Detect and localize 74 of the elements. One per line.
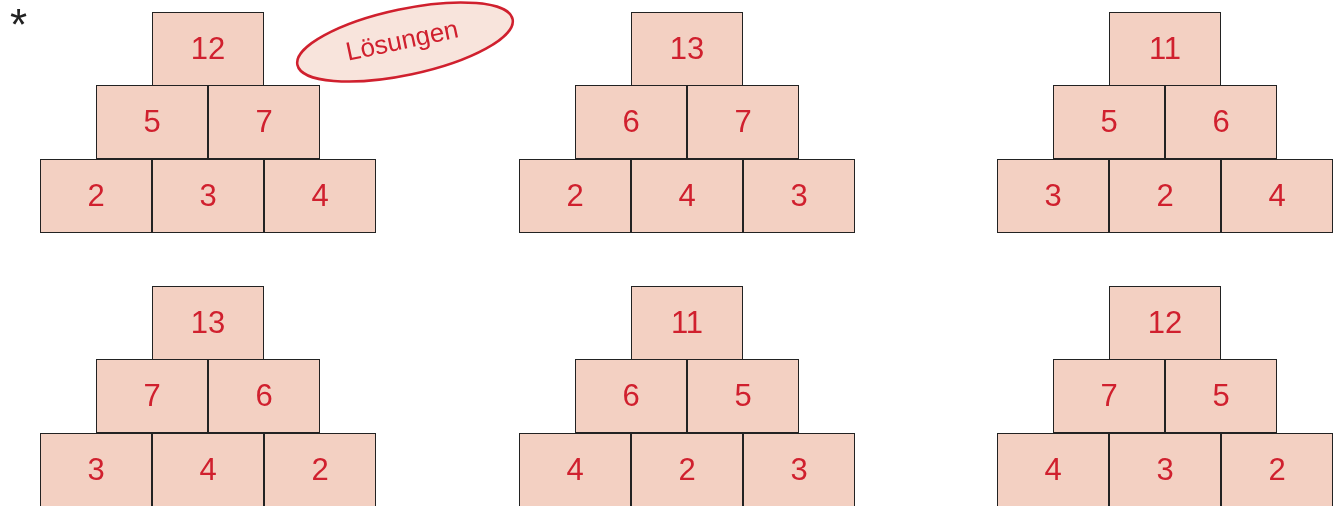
number-text: 13	[190, 305, 226, 341]
number-text: 2	[1156, 178, 1174, 214]
number-block	[208, 85, 320, 159]
number-text: 2	[566, 178, 584, 214]
number-block	[519, 433, 631, 506]
number-text: 3	[790, 178, 808, 214]
number-block	[997, 159, 1109, 233]
number-text: 3	[199, 178, 217, 214]
number-text: 4	[1268, 178, 1286, 214]
number-block	[152, 12, 264, 86]
number-text: 6	[255, 378, 273, 414]
number-text: 4	[566, 452, 584, 488]
number-text: 5	[1212, 378, 1230, 414]
number-text: 7	[1100, 378, 1118, 414]
number-text: 7	[734, 104, 752, 140]
number-text: 4	[311, 178, 329, 214]
number-text: 7	[143, 378, 161, 414]
number-block	[264, 433, 376, 506]
number-block	[1165, 85, 1277, 159]
number-text: 7	[255, 104, 273, 140]
number-block	[1109, 12, 1221, 86]
number-block	[40, 159, 152, 233]
number-block	[743, 433, 855, 506]
number-block	[1221, 433, 1333, 506]
number-block	[1165, 359, 1277, 433]
number-block	[152, 433, 264, 506]
solution-title: Lösungen	[343, 13, 462, 68]
number-text: 13	[669, 31, 705, 67]
number-block	[631, 159, 743, 233]
number-text: 4	[1044, 452, 1062, 488]
number-block	[575, 359, 687, 433]
number-block	[1053, 85, 1165, 159]
number-block	[631, 12, 743, 86]
number-text: 4	[678, 178, 696, 214]
number-text: 5	[734, 378, 752, 414]
number-block	[208, 359, 320, 433]
number-block	[997, 433, 1109, 506]
number-block	[1053, 359, 1165, 433]
number-text: 6	[622, 104, 640, 140]
number-block	[631, 286, 743, 360]
number-text: 2	[1268, 452, 1286, 488]
number-block	[1109, 433, 1221, 506]
number-text: 3	[790, 452, 808, 488]
number-block	[264, 159, 376, 233]
number-text: 3	[1156, 452, 1174, 488]
number-text: 5	[143, 104, 161, 140]
number-block	[152, 159, 264, 233]
number-text: 6	[622, 378, 640, 414]
difficulty-mark: *	[10, 0, 28, 50]
number-text: 11	[1148, 31, 1182, 67]
number-block	[687, 359, 799, 433]
number-text: 4	[199, 452, 217, 488]
number-text: 6	[1212, 104, 1230, 140]
number-text: 5	[1100, 104, 1118, 140]
number-block	[96, 359, 208, 433]
number-block	[631, 433, 743, 506]
number-block	[40, 433, 152, 506]
number-text: 12	[190, 31, 226, 67]
number-text: 11	[670, 305, 704, 341]
number-text: 12	[1147, 305, 1183, 341]
number-block	[1221, 159, 1333, 233]
number-block	[687, 85, 799, 159]
number-block	[519, 159, 631, 233]
number-text: 2	[311, 452, 329, 488]
number-block	[743, 159, 855, 233]
number-text: 2	[87, 178, 105, 214]
number-text: 2	[678, 452, 696, 488]
number-block	[1109, 159, 1221, 233]
number-text: 3	[1044, 178, 1062, 214]
number-block	[1109, 286, 1221, 360]
number-text: 3	[87, 452, 105, 488]
number-block	[575, 85, 687, 159]
number-block	[152, 286, 264, 360]
number-block	[96, 85, 208, 159]
